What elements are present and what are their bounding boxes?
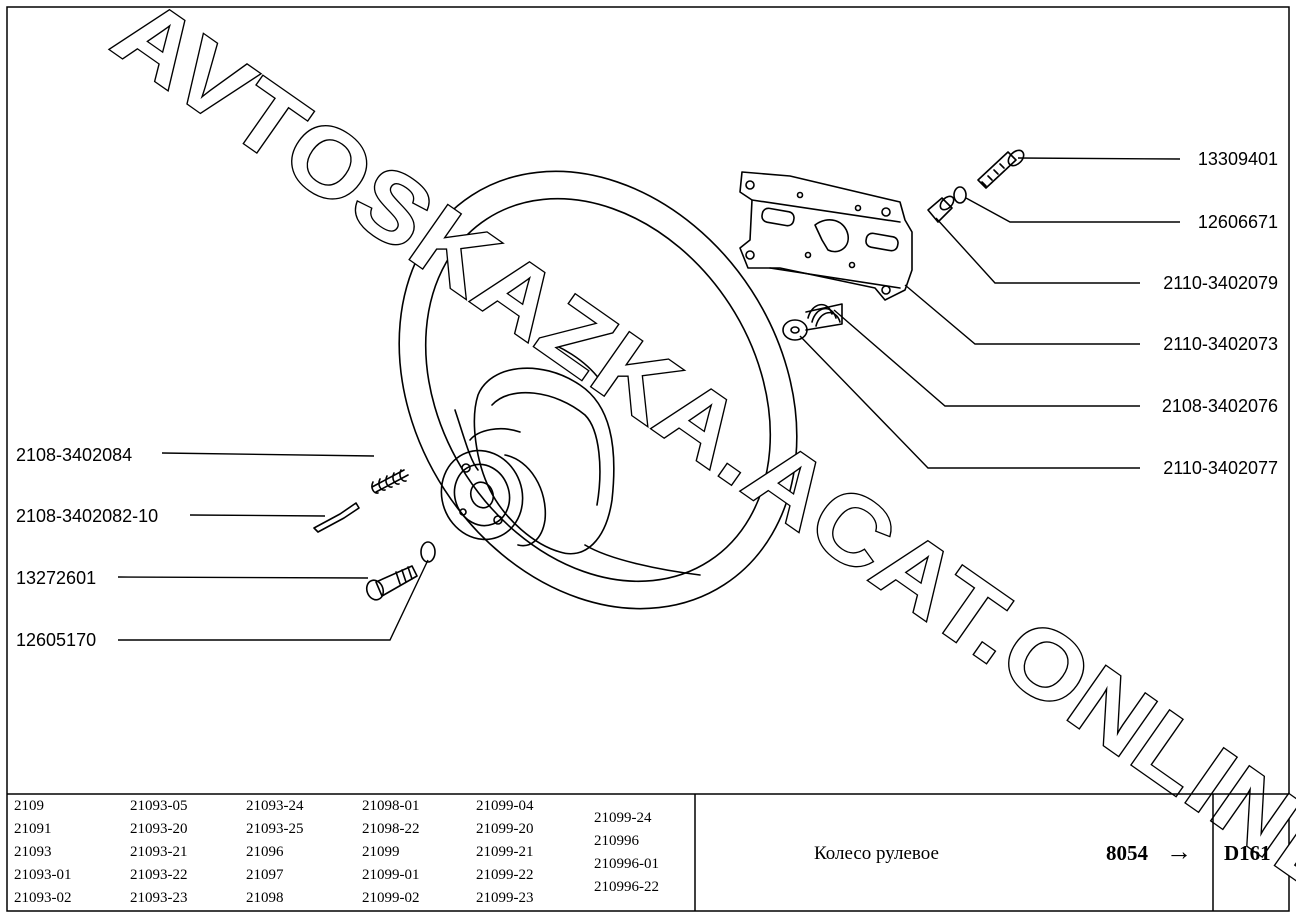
model-cell: 21099-24 bbox=[594, 810, 652, 826]
washer-2110-3402077 bbox=[782, 319, 808, 341]
callout-13309401: 13309401 bbox=[1198, 149, 1278, 169]
model-cell: 21093-25 bbox=[246, 821, 304, 837]
callout-2110-3402073: 2110-3402073 bbox=[1163, 334, 1278, 354]
model-cell: 210996 bbox=[594, 833, 640, 849]
model-cell: 21099-04 bbox=[476, 798, 534, 814]
wheel-hub-boss bbox=[440, 449, 524, 541]
callout-12606671: 12606671 bbox=[1198, 212, 1278, 232]
model-cell: 21091 bbox=[14, 821, 52, 837]
sheet-number: D161 bbox=[1224, 841, 1271, 865]
model-cell: 21093 bbox=[14, 844, 52, 860]
model-cell: 21093-21 bbox=[130, 844, 188, 860]
callouts-right: 13309401 12606671 2110-3402079 2110-3402… bbox=[1162, 149, 1278, 478]
model-cell: 210996-22 bbox=[594, 879, 659, 895]
callouts-left: 2108-3402084 2108-3402082-10 13272601 12… bbox=[16, 445, 158, 650]
callout-2110-3402077: 2110-3402077 bbox=[1163, 458, 1278, 478]
bushing-2110-3402079 bbox=[927, 197, 953, 223]
leader-lines bbox=[117, 157, 1181, 641]
model-cell: 21097 bbox=[246, 867, 284, 883]
callout-12605170: 12605170 bbox=[16, 630, 96, 650]
model-cell: 21099-20 bbox=[476, 821, 534, 837]
model-cell: 21099 bbox=[362, 844, 400, 860]
model-cell: 21099-21 bbox=[476, 844, 534, 860]
title-block bbox=[7, 793, 1289, 911]
wheel-rim-inner bbox=[424, 197, 772, 583]
callout-2110-3402079: 2110-3402079 bbox=[1163, 273, 1278, 293]
group-code: 8054 bbox=[1106, 841, 1149, 865]
screw-13309401 bbox=[977, 151, 1017, 189]
model-cell: 21096 bbox=[246, 844, 284, 860]
page-title: Колесо рулевое bbox=[814, 843, 939, 864]
callout-13272601: 13272601 bbox=[16, 568, 96, 588]
model-cell: 210996-01 bbox=[594, 856, 659, 872]
model-cell: 21093-23 bbox=[130, 890, 188, 906]
model-cell: 21093-02 bbox=[14, 890, 72, 906]
model-cell: 21093-22 bbox=[130, 867, 188, 883]
steering-wheel-illustration bbox=[313, 149, 1025, 610]
model-cell: 21099-01 bbox=[362, 867, 420, 883]
model-cell: 21093-20 bbox=[130, 821, 188, 837]
pin-2108-3402082-10 bbox=[313, 502, 360, 533]
model-cell: 21093-01 bbox=[14, 867, 72, 883]
bolt-13272601 bbox=[375, 565, 418, 597]
model-cell: 21099-02 bbox=[362, 890, 420, 906]
callout-2108-3402082-10: 2108-3402082-10 bbox=[16, 506, 158, 526]
model-list: 2109 21091 21093 21093-01 21093-02 21093… bbox=[14, 798, 659, 906]
wheel-hub-cover bbox=[473, 367, 615, 555]
model-cell: 21093-05 bbox=[130, 798, 188, 814]
callout-2108-3402076: 2108-3402076 bbox=[1162, 396, 1278, 416]
spring-2108-3402076 bbox=[805, 303, 843, 331]
spring-2108-3402084 bbox=[371, 469, 409, 494]
model-cell: 21099-23 bbox=[476, 890, 534, 906]
wheel-rim-outer bbox=[398, 170, 798, 610]
model-cell: 21098 bbox=[246, 890, 284, 906]
wheel-spoke-bottom bbox=[584, 544, 701, 576]
model-cell: 21098-01 bbox=[362, 798, 420, 814]
sheet-frame bbox=[6, 6, 1290, 912]
model-cell: 21093-24 bbox=[246, 798, 304, 814]
wheel-spoke-left bbox=[454, 409, 479, 471]
washer-12606671 bbox=[953, 186, 967, 204]
mounting-plate bbox=[739, 171, 913, 301]
model-cell: 21098-22 bbox=[362, 821, 420, 837]
washer-12605170 bbox=[420, 541, 436, 563]
model-cell: 2109 bbox=[14, 798, 44, 814]
model-cell: 21099-22 bbox=[476, 867, 534, 883]
arrow-icon: → bbox=[1166, 836, 1192, 866]
callout-2108-3402084: 2108-3402084 bbox=[16, 445, 132, 465]
